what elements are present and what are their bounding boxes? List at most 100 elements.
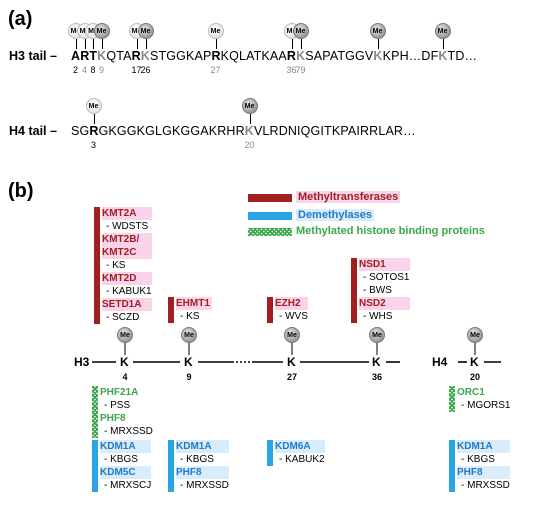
legend-swatch-methyltransferases [248,194,292,202]
h3-methyl-stem [93,39,94,49]
enzyme-list: EZH2- WVS [275,297,308,323]
disease-label: - KABUK1 [106,286,152,297]
sequence-segment: SG [71,124,90,138]
legend-swatch-demethylases [248,212,292,220]
enzyme-name: ORC1 [457,386,511,399]
enzyme-name: PHF8 [176,466,229,479]
blue-bar [92,440,98,492]
disease-label: - MRXSCJ [104,480,152,491]
panel-a-label: (a) [8,8,33,30]
h4-methyl-stem [93,114,95,124]
sequence-segment: QTA [106,49,132,63]
h3-residue-number: 27 [210,65,221,75]
modified-residue: K [244,124,254,138]
disease-label: - BWS [363,285,392,296]
h4-tail-label: H4 tail – [9,124,57,138]
h4-methyl-icon: Me [241,98,258,114]
h3-methyl-stem [101,39,103,49]
k27-methyl-icon: Me [284,327,300,343]
h3-residue-number: 4 [81,65,88,75]
enzyme-name: SETD1A [102,298,152,311]
enzyme-name: KDM5C [100,466,152,479]
h4k20-methyl-icon: Me [467,327,483,343]
h4k20-letter: K [470,355,479,369]
k4-methyl-icon: Me [117,327,133,343]
red-bar [267,297,273,323]
disease-label: - KS [106,260,126,271]
h3-methyl-stem [75,39,77,49]
h3-methyl-stem [145,39,147,49]
k9-methyl-icon: Me [181,327,197,343]
disease-label: - SOTOS1 [363,272,410,283]
h3-methyl-stem [84,39,86,49]
red-bar [351,258,357,323]
legend-label-methyltransferases: Methyltransferases [296,191,401,203]
sequence-segment: VLRDNIQGITKPAIRRLAR… [253,124,416,138]
h3-methyl-icon: Me [93,23,110,39]
legend-swatch-binding-proteins [248,228,292,236]
disease-label: - WDSTS [106,221,149,232]
modified-residue: R [286,49,297,63]
sequence-segment: KQLATKAA [220,49,287,63]
modified-residue: K [438,49,448,63]
disease-label: - WHS [363,311,393,322]
h4-residue-number: 20 [244,140,255,150]
enzyme-name: KMT2B/ [102,233,152,246]
h3-methyl-icon: Me [292,23,309,39]
h3-methyl-stem [136,39,138,49]
enzyme-name: NSD2 [359,297,410,310]
k27-letter: K [287,355,296,369]
blue-bar [267,440,273,466]
k9-letter: K [184,355,193,369]
axis-h4-label: H4 [432,355,448,369]
h3-methyl-icon: Me [207,23,224,39]
modified-residue: R [80,49,90,63]
k4-number: 4 [122,372,128,382]
blue-bar [168,440,174,492]
disease-label: - KABUK2 [279,454,325,465]
panel-b-label: (b) [8,180,34,202]
enzyme-name: NSD1 [359,258,410,271]
modified-residue: K [296,49,306,63]
h3-residue-number: 36 [286,65,297,75]
h3-methyl-icon: Me [434,23,451,39]
enzyme-name: KDM1A [457,440,510,453]
disease-label: - MGORS1 [461,400,511,411]
h3-methyl-stem [377,39,379,49]
disease-label: - MRXSSD [104,426,153,437]
modified-residue: K [373,49,383,63]
enzyme-name: EZH2 [275,297,308,310]
h3-residue-number: 2 [72,65,79,75]
k36-number: 36 [371,372,383,382]
h3-methyl-icon: Me [137,23,154,39]
h4-sequence: SGRGKGGKGLGKGGAKRHRKVLRDNIQGITKPAIRRLAR… [71,124,416,138]
disease-label: - KBGS [180,454,214,465]
sequence-segment: STGGKAP [149,49,212,63]
h4-methyl-icon: Me [85,98,102,114]
h3-residue-number: 17 [131,65,142,75]
h3-sequence: ARTKQTARKSTGGKAPRKQLATKAARKSAPATGGVKKPH…… [71,49,477,63]
k36-methyl-icon: Me [369,327,385,343]
h4-residue-number: 3 [90,140,97,150]
red-bar [168,297,174,323]
h4-methyl-stem [249,114,251,124]
h3-methyl-icon: Me [369,23,386,39]
enzyme-name: KMT2C [102,246,152,259]
sequence-segment: GKGGKGLGKGGAKRHR [98,124,245,138]
h3-residue-number: 79 [295,65,306,75]
blue-bar [449,440,455,492]
enzyme-name: PHF8 [457,466,510,479]
enzyme-name: PHF21A [100,386,153,399]
modified-residue: A [71,49,81,63]
h4k20-number: 20 [469,372,481,382]
modified-residue: T [89,49,98,63]
h3-residue-number: 8 [90,65,96,75]
green-bar [92,386,98,438]
h3-methyl-stem [215,39,217,49]
red-bar [94,207,100,324]
